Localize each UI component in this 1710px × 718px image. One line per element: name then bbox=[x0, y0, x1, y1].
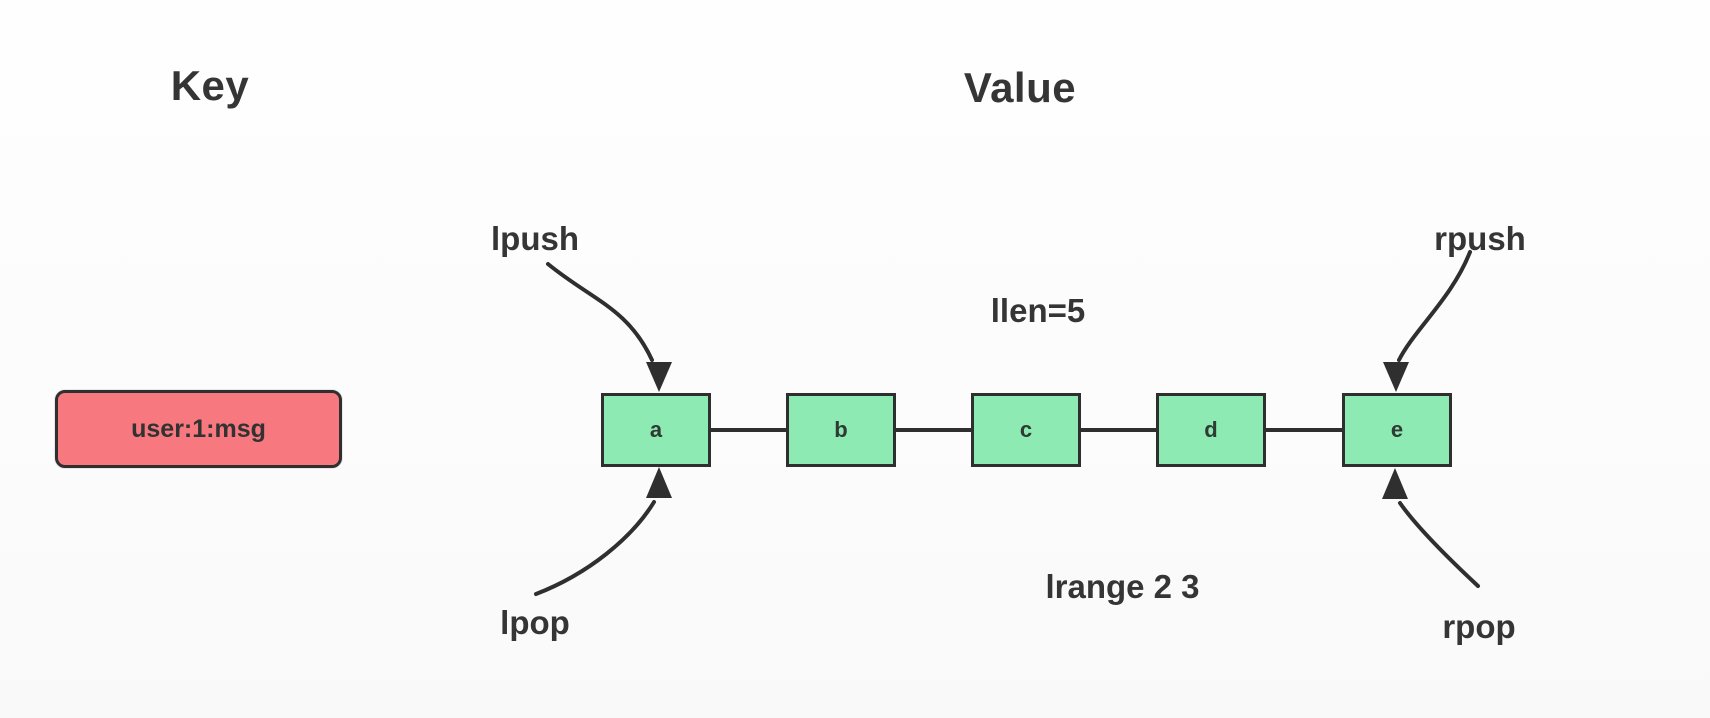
key-heading: Key bbox=[170, 62, 250, 109]
lpush-arrowhead bbox=[646, 362, 672, 392]
rpop-arrow-curve bbox=[1398, 501, 1480, 588]
value-heading: Value bbox=[963, 64, 1077, 111]
connector-c-d bbox=[1081, 428, 1156, 432]
lrange-label: lrange 2 3 bbox=[1045, 568, 1200, 605]
key-box: user:1:msg bbox=[55, 390, 342, 468]
rpush-arrowhead bbox=[1383, 362, 1409, 392]
connector-b-c bbox=[896, 428, 971, 432]
rpush-label: rpush bbox=[1434, 220, 1526, 257]
list-node-label: a bbox=[649, 417, 663, 442]
rpop-arrowhead bbox=[1382, 468, 1408, 499]
connector-a-b bbox=[711, 428, 786, 432]
llen-label: llen=5 bbox=[990, 292, 1086, 329]
list-node-label: b bbox=[834, 417, 848, 442]
connector-d-e bbox=[1266, 428, 1342, 432]
list-node-e: e bbox=[1342, 393, 1452, 467]
list-node-a: a bbox=[601, 393, 711, 467]
key-box-label: user:1:msg bbox=[131, 414, 266, 443]
list-node-d: d bbox=[1156, 393, 1266, 467]
list-node-b: b bbox=[786, 393, 896, 467]
list-node-label: e bbox=[1390, 417, 1404, 442]
lpop-arrowhead bbox=[646, 467, 672, 498]
lpush-arrow-curve bbox=[546, 262, 654, 362]
rpush-arrow-curve bbox=[1397, 250, 1472, 362]
list-node-label: c bbox=[1019, 417, 1033, 442]
lpop-label: lpop bbox=[500, 604, 570, 641]
list-node-c: c bbox=[971, 393, 1081, 467]
list-node-label: d bbox=[1204, 417, 1218, 442]
lpop-arrow-curve bbox=[534, 500, 656, 596]
lpush-label: lpush bbox=[491, 220, 579, 257]
rpop-label: rpop bbox=[1442, 608, 1516, 645]
